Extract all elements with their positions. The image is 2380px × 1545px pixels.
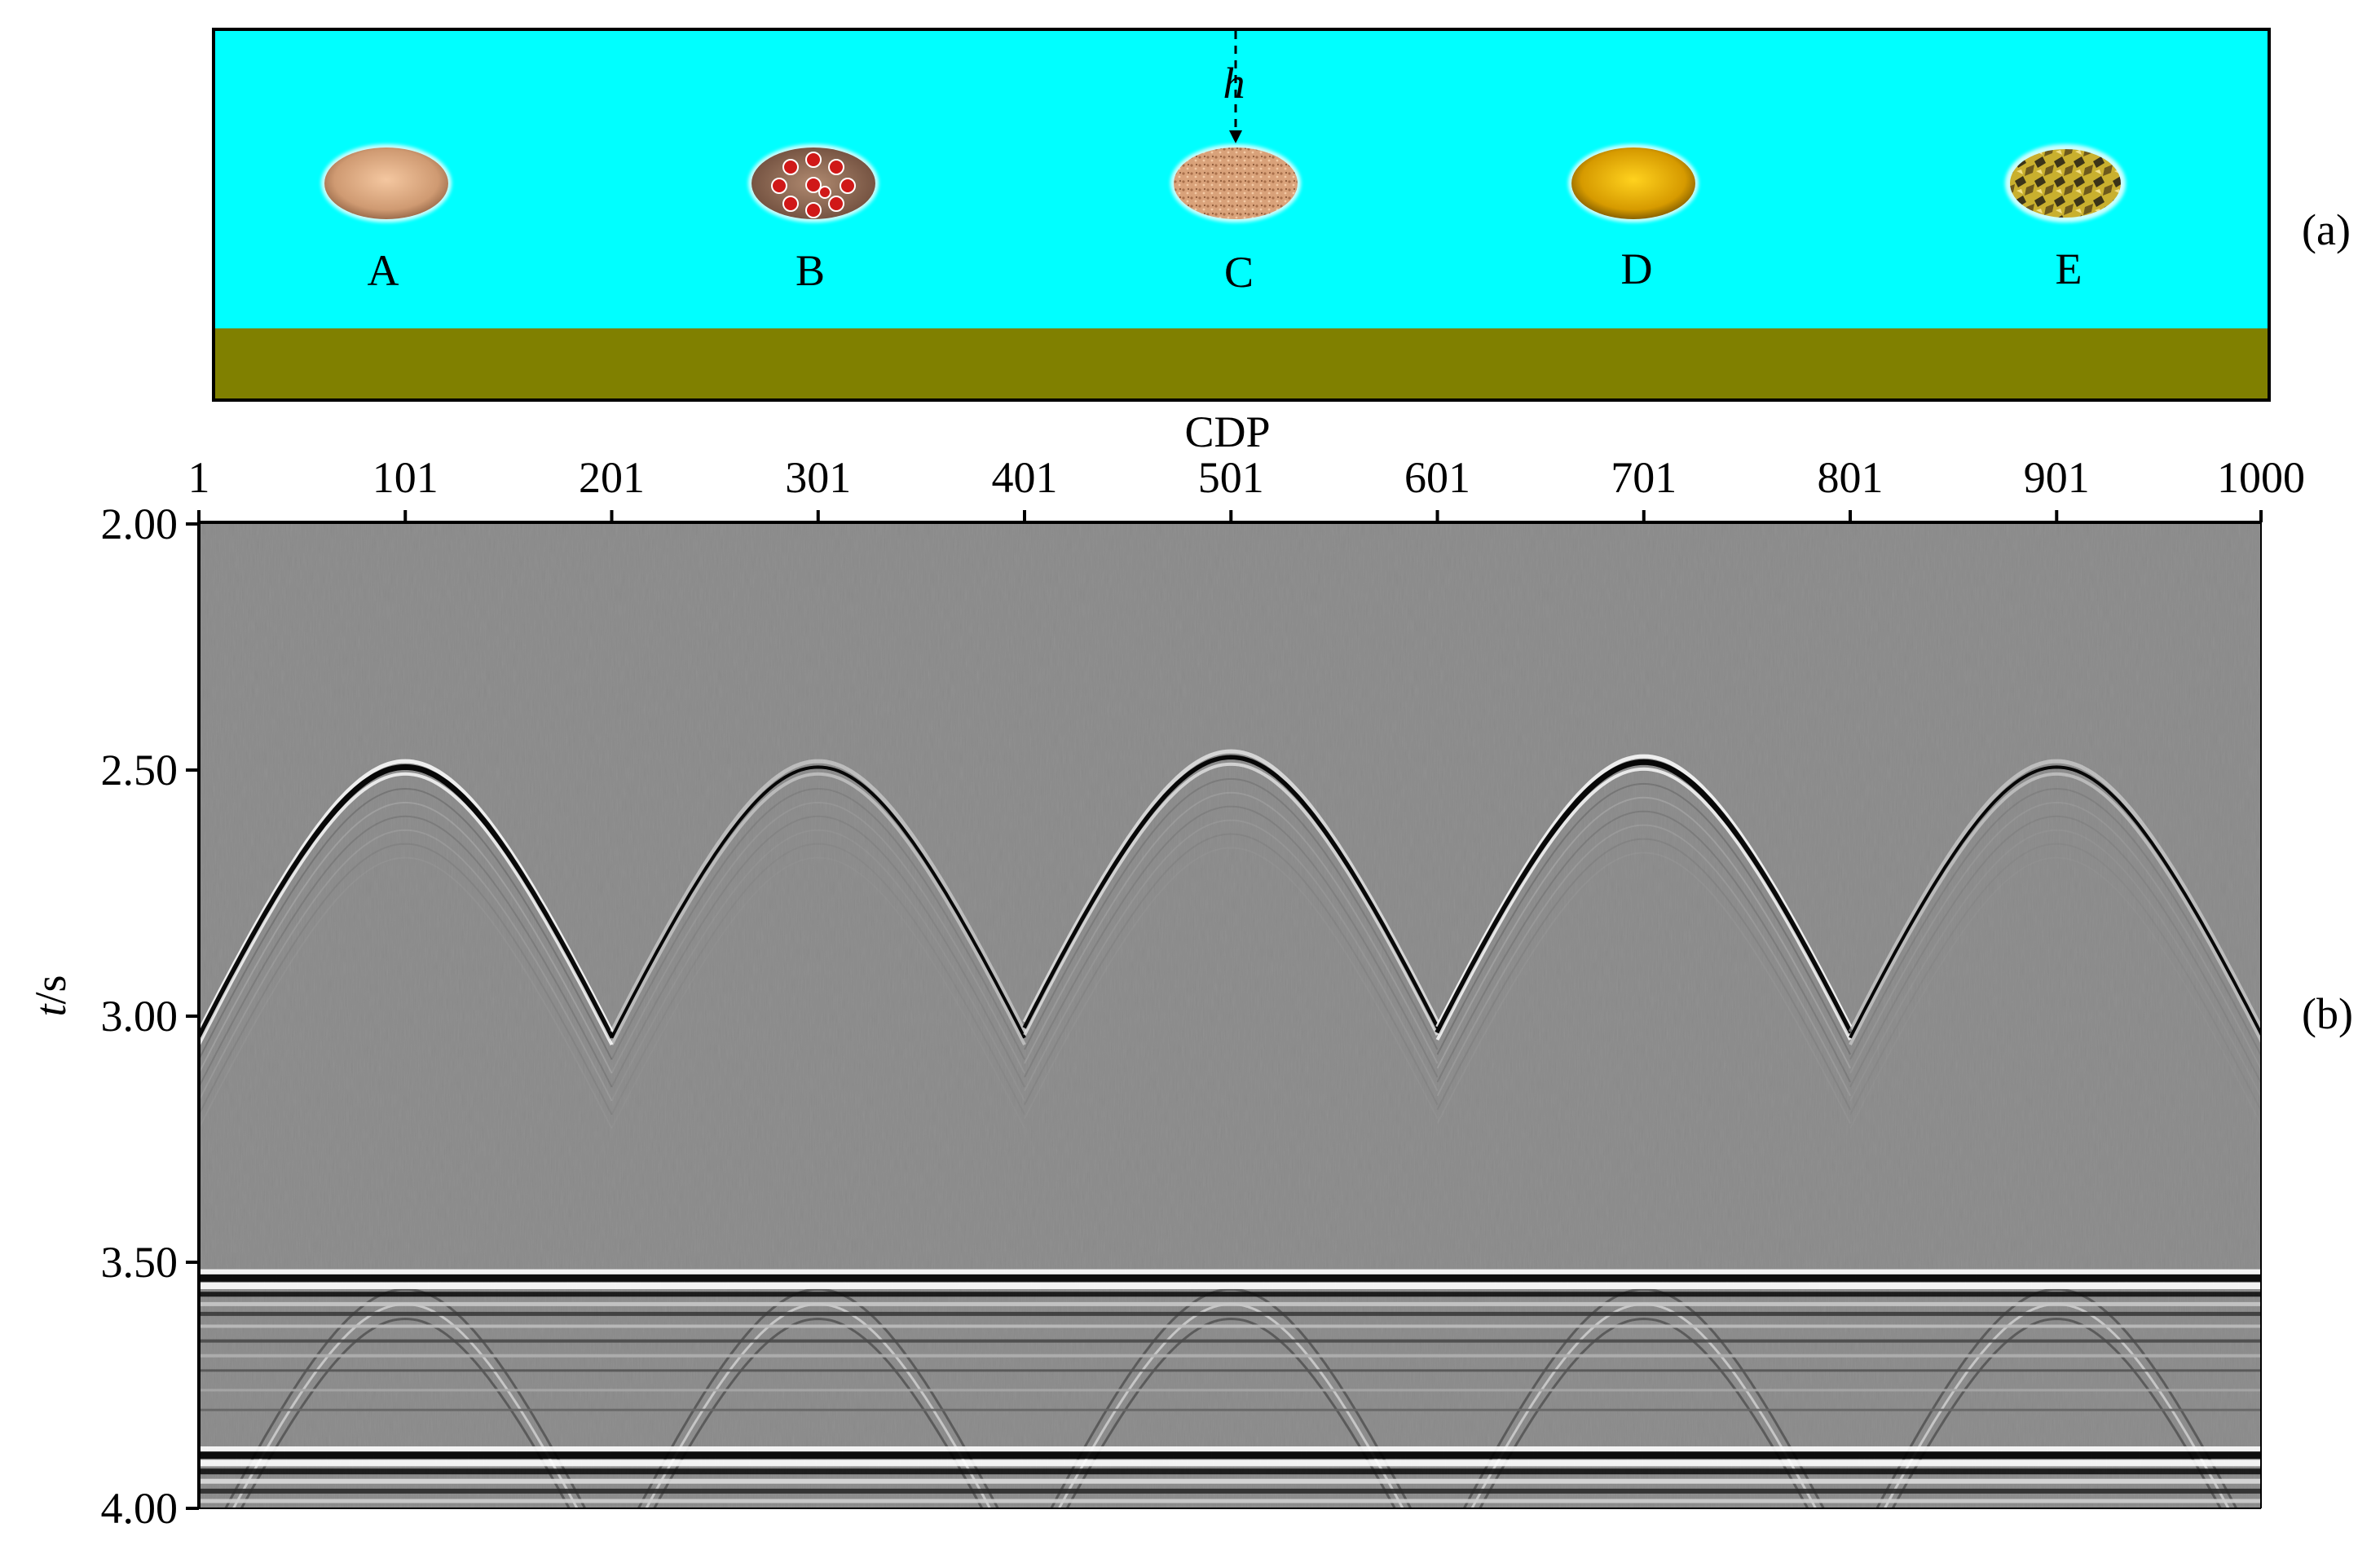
x-tick-label: 501 xyxy=(1198,453,1264,502)
x-tick-label: 1000 xyxy=(2217,453,2305,502)
depth-label-h: h xyxy=(1223,59,1245,108)
x-axis-ticks: 1 101 201 301 401 501 601 701 801 901 1000 xyxy=(188,453,2305,522)
seabed-reflector xyxy=(199,1269,2261,1411)
x-tick-label: 1 xyxy=(188,453,210,502)
x-tick-label: 201 xyxy=(579,453,645,502)
object-label-b: B xyxy=(796,246,825,295)
depth-marker: h xyxy=(1223,31,1245,143)
object-label-a: A xyxy=(368,246,399,295)
object-d xyxy=(1568,144,1699,222)
object-a xyxy=(321,144,452,222)
object-e xyxy=(2005,144,2126,222)
x-tick-label: 801 xyxy=(1818,453,1884,502)
y-tick-label: 3.00 xyxy=(101,992,178,1041)
panel-a-label: (a) xyxy=(2302,205,2351,254)
y-axis-title-var: t xyxy=(26,1003,75,1017)
x-tick-label: 301 xyxy=(785,453,851,502)
x-tick-label: 401 xyxy=(992,453,1058,502)
diffraction-hyperbola xyxy=(199,759,615,1129)
diffraction-hyperbola xyxy=(1435,754,1853,1125)
object-label-c: C xyxy=(1224,248,1254,297)
seabed-layer xyxy=(214,328,2269,400)
seabed-reflector xyxy=(199,1446,2261,1503)
diffraction-hyperbola xyxy=(1022,749,1439,1120)
object-b xyxy=(748,144,879,222)
y-axis-ticks: 2.00 2.50 3.00 3.50 4.00 xyxy=(101,500,199,1533)
panel-b-label: (b) xyxy=(2302,989,2353,1038)
panel-b-section: CDP 1 101 201 301 401 501 601 701 801 901 1000 2.0… xyxy=(26,407,2353,1533)
x-axis-title: CDP xyxy=(1184,407,1270,456)
y-tick-label: 3.50 xyxy=(101,1238,178,1287)
y-tick-label: 2.50 xyxy=(101,746,178,795)
object-label-d: D xyxy=(1621,244,1653,293)
x-tick-label: 601 xyxy=(1404,453,1470,502)
y-axis-title-unit: /s xyxy=(26,975,75,1004)
wavefield xyxy=(199,749,2261,1508)
x-tick-label: 101 xyxy=(372,453,439,502)
model-frame xyxy=(212,28,2271,402)
y-tick-label: 4.00 xyxy=(101,1484,178,1533)
object-label-e: E xyxy=(2056,244,2082,293)
object-c xyxy=(1170,144,1301,222)
y-tick-label: 2.00 xyxy=(101,500,178,548)
diffraction-hyperbola xyxy=(610,759,1027,1129)
x-tick-label: 701 xyxy=(1611,453,1677,502)
y-axis-title: t/s xyxy=(26,975,75,1016)
diffraction-hyperbola xyxy=(1848,759,2261,1129)
panel-a-model: h xyxy=(212,28,2351,402)
x-tick-label: 901 xyxy=(2024,453,2090,502)
